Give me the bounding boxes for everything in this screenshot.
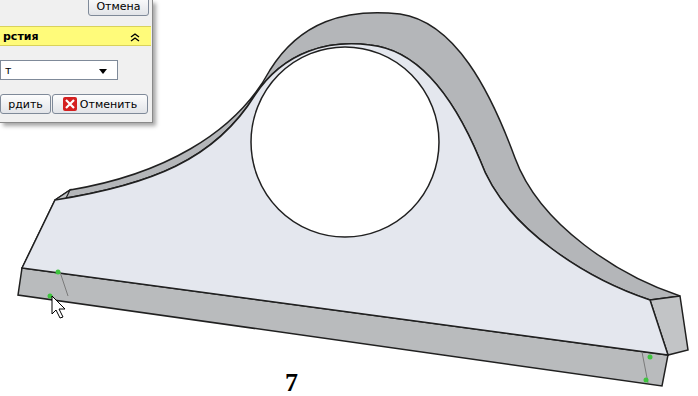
section-header: рстия xyxy=(0,26,151,46)
cancel-icon xyxy=(63,97,77,111)
tangent-edge xyxy=(642,352,648,383)
point-marker xyxy=(644,378,649,383)
button-label: Отменить xyxy=(80,98,137,111)
dropdown: т xyxy=(0,60,118,80)
figure-caption: 7 xyxy=(285,368,298,396)
point-marker xyxy=(56,270,61,275)
cancel-button: Отменить xyxy=(52,94,148,114)
mouse-cursor xyxy=(52,296,65,318)
button-label: рдить xyxy=(8,98,43,111)
confirm-button: рдить xyxy=(0,94,51,114)
hole xyxy=(251,47,439,237)
button-label: т xyxy=(5,64,11,77)
dropdown-arrow xyxy=(97,66,109,76)
button-label: рстия xyxy=(3,30,39,43)
tangent-edge xyxy=(60,272,68,296)
cancel-button: Отмена xyxy=(88,0,149,16)
collapse-chevron xyxy=(129,32,141,42)
button-label: Отмена xyxy=(96,0,140,13)
point-marker xyxy=(648,355,653,360)
